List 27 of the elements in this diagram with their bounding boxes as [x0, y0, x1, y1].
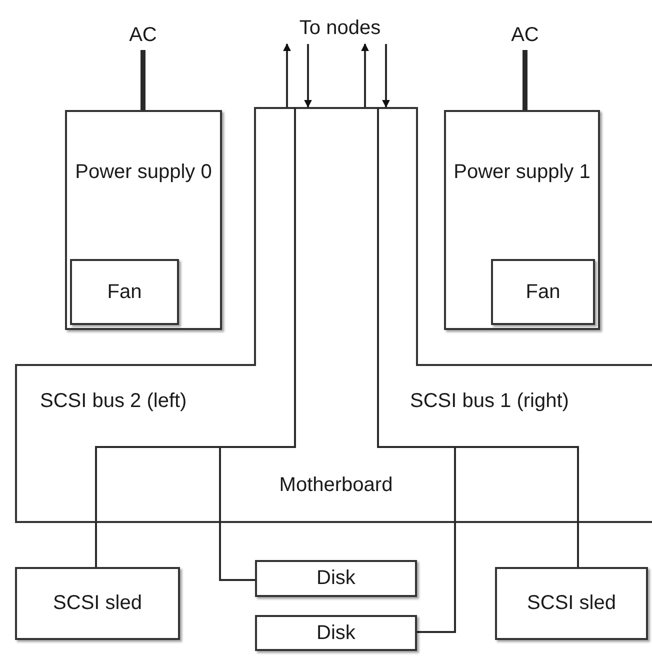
power-supply-box — [444, 110, 600, 330]
bus-line — [522, 50, 528, 110]
bus-label: SCSI bus 1 (right) — [410, 389, 569, 414]
node-label: Power supply 0 — [75, 160, 212, 185]
bus-line — [140, 50, 146, 110]
motherboard-outline — [15, 107, 652, 523]
arrow — [361, 43, 369, 107]
node-label: Fan — [107, 280, 142, 304]
node-label: Disk — [316, 620, 356, 646]
fan-box — [70, 259, 179, 325]
arrow — [283, 43, 291, 107]
sled-box — [15, 567, 180, 640]
arrow — [382, 44, 390, 108]
node-label: AC — [129, 22, 157, 48]
arrow — [304, 44, 312, 108]
sled-box — [495, 567, 648, 640]
node-label: Fan — [526, 280, 560, 304]
node-label: To nodes — [299, 16, 381, 40]
node-label: Disk — [316, 566, 356, 591]
node-label: AC — [511, 22, 539, 48]
node-label: SCSI sled — [53, 591, 142, 616]
bus-label: SCSI bus 2 (left) — [40, 389, 187, 414]
power-supply-box — [65, 110, 222, 330]
node-label: Motherboard — [279, 473, 393, 498]
node-label: Power supply 1 — [454, 160, 590, 185]
node-label: SCSI sled — [527, 591, 616, 616]
fan-box — [491, 259, 595, 325]
